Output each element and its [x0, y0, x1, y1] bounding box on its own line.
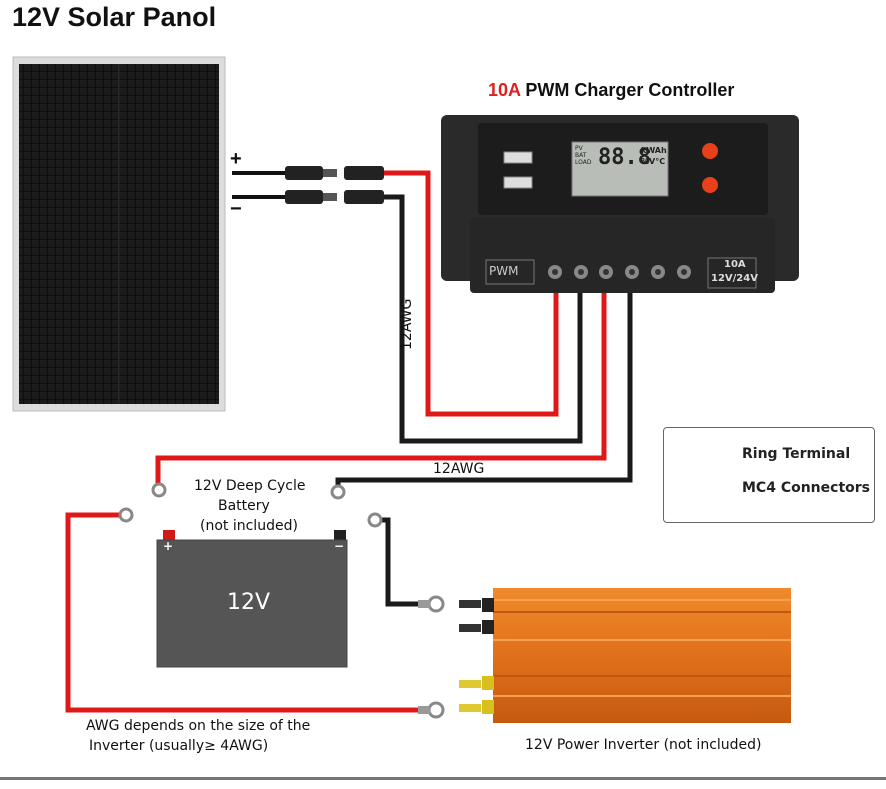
battery	[156, 530, 348, 668]
solar-panel	[12, 56, 226, 412]
mc4-connector-negative	[285, 190, 384, 204]
wire-gauge-horizontal: 12AWG	[433, 461, 485, 477]
battery-label: 12V	[227, 590, 271, 615]
legend-mc4-connectors: MC4 Connectors	[742, 480, 870, 496]
legend-ring-terminal: Ring Terminal	[742, 446, 851, 462]
power-inverter	[459, 588, 791, 723]
wire-pv-positive	[384, 170, 559, 417]
wire-battery-positive	[155, 290, 607, 490]
page-title: 12V Solar Panol	[12, 2, 217, 32]
charge-controller	[441, 115, 799, 293]
lcd-label-bat: BAT	[575, 152, 587, 159]
bottom-divider	[0, 777, 886, 780]
battery-minus: −	[334, 539, 345, 553]
lcd-digits: 88.8	[598, 145, 651, 170]
controller-rating: 10A	[488, 80, 521, 100]
wire-pv-negative	[384, 194, 583, 444]
ring-terminal	[118, 482, 445, 719]
battery-plus: +	[163, 539, 174, 553]
lcd-label-pv: PV	[575, 145, 583, 152]
wire-inverter-positive	[65, 512, 420, 713]
awg-note-line1: AWG depends on the size of the	[86, 718, 311, 734]
controller-brand: PWM	[489, 264, 519, 278]
controller-rating-line1: 10A	[724, 259, 746, 270]
lcd-units-2: %V°C	[641, 157, 666, 166]
lcd-units-1: kWAh	[641, 146, 667, 155]
panel-minus-label: −	[230, 198, 242, 220]
legend-box: Ring Terminal MC4 Connectors	[663, 427, 875, 523]
panel-plus-label: +	[230, 148, 242, 170]
controller-rating-line2: 12V/24V	[711, 273, 758, 284]
mc4-connector-positive	[285, 166, 384, 180]
controller-name: PWM Charger Controller	[520, 80, 735, 100]
battery-caption-line1: 12V Deep Cycle	[194, 478, 306, 494]
wire-gauge-vertical: 12AWG	[399, 298, 415, 350]
controller-title: 10A PWM Charger Controller	[488, 80, 734, 101]
wire-inverter-negative	[370, 517, 420, 607]
panel-leads	[232, 171, 285, 199]
inverter-caption: 12V Power Inverter (not included)	[525, 737, 762, 753]
awg-note-line2: Inverter (usually≥ 4AWG)	[89, 738, 269, 754]
lcd-label-load: LOAD	[575, 159, 592, 166]
battery-caption-line3: (not included)	[200, 518, 298, 534]
battery-caption-line2: Battery	[218, 498, 270, 514]
